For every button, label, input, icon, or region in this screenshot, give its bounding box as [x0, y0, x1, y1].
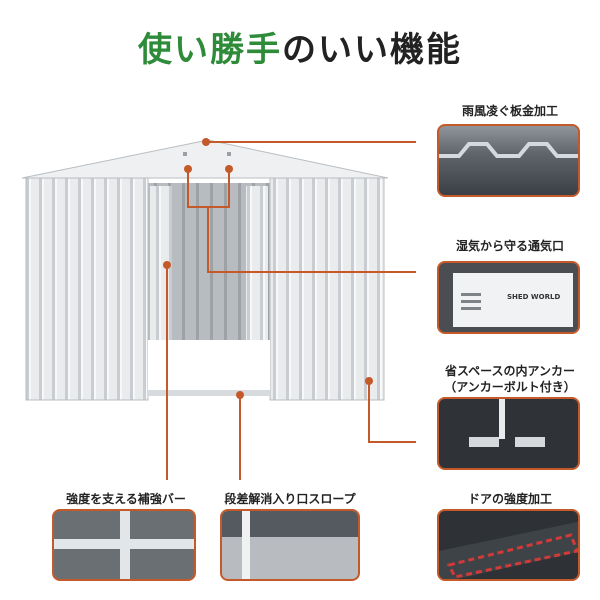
anchor-bracket — [469, 437, 499, 447]
slope-connector — [239, 395, 241, 480]
roof-gable — [21, 139, 389, 179]
roof-vent-right — [227, 152, 231, 156]
vent-connector-e — [207, 271, 416, 273]
door-thumbnail — [437, 509, 580, 581]
left-wall — [25, 177, 149, 401]
bar-label: 強度を支える補強バー — [66, 492, 186, 506]
vent-slot — [461, 293, 481, 296]
vent-thumbnail: SHED WORLD — [437, 261, 580, 334]
vent-label: 湿気から守る通気口 — [455, 239, 564, 253]
anchor-connector-b — [368, 441, 416, 443]
page-title: 使い勝手のいい機能 — [0, 22, 600, 71]
reinforcement-bar — [120, 511, 130, 579]
right-door-panel — [246, 186, 268, 390]
roof-connector — [206, 141, 416, 143]
anchor-bracket — [515, 437, 545, 447]
anchor-connector-a — [368, 381, 370, 443]
vent-slot — [461, 307, 481, 310]
roof-panel-image — [439, 142, 578, 158]
title-rest: のいい機能 — [282, 30, 462, 70]
floor-opening — [148, 340, 270, 393]
bar-connector — [166, 265, 168, 480]
title-highlight: 使い勝手 — [138, 30, 282, 70]
slope-frame — [242, 511, 250, 579]
vent-connector-a — [187, 169, 189, 207]
vent-connector-d — [207, 206, 209, 272]
anchor-post — [499, 399, 505, 439]
anchor-thumbnail — [437, 397, 580, 470]
anchor-label-1: 省スペースの内アンカー — [444, 364, 576, 378]
slope-thumbnail — [220, 509, 360, 581]
roof-label: 雨風凌ぐ板金加工 — [461, 104, 558, 118]
vent-connector-b — [228, 169, 230, 207]
slope-label: 段差解消入り口スロープ — [224, 492, 356, 506]
right-wall — [269, 177, 385, 401]
roof-vent-left — [183, 152, 187, 156]
vent-brand: SHED WORLD — [507, 293, 561, 301]
vent-slot — [461, 300, 481, 303]
anchor-label-2: （アンカーボルト付き） — [444, 380, 576, 394]
entrance-ramp — [148, 390, 270, 396]
bar-thumbnail — [52, 509, 196, 581]
roof-thumbnail — [437, 124, 580, 197]
door-reinforcement-image — [439, 521, 578, 579]
door-label: ドアの強度加工 — [467, 492, 552, 506]
